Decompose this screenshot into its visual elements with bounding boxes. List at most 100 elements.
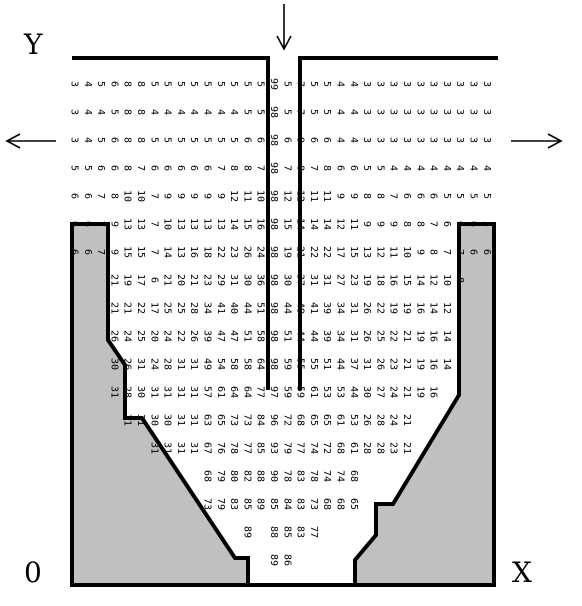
grid-value: 7 [95, 249, 106, 255]
grid-value: 26 [241, 246, 252, 258]
grid-value: 4 [188, 109, 199, 115]
grid-value: 23 [388, 358, 399, 370]
grid-value: 15 [348, 246, 359, 258]
grid-value: 21 [295, 246, 306, 258]
grid-value: 74 [321, 470, 332, 482]
grid-value: 26 [361, 302, 372, 314]
grid-value: 21 [108, 302, 119, 314]
grid-value: 68 [348, 470, 359, 482]
grid-value: 6 [335, 165, 346, 171]
grid-value: 14 [414, 274, 425, 286]
grid-value: 10 [122, 190, 133, 202]
grid-value: 5 [82, 165, 93, 171]
grid-value: 30 [281, 274, 292, 286]
grid-value: 4 [175, 109, 186, 115]
grid-value: 84 [255, 414, 266, 426]
grid-value: 3 [69, 109, 80, 115]
grid-value: 28 [162, 358, 173, 370]
grid-value: 10 [441, 274, 452, 286]
grid-value: 9 [108, 221, 119, 227]
grid-value: 85 [268, 498, 279, 510]
grid-value: 5 [108, 109, 119, 115]
grid-value: 77 [295, 442, 306, 454]
grid-value: 5 [188, 137, 199, 143]
grid-value: 54 [215, 358, 226, 370]
grid-value: 5 [228, 81, 239, 87]
grid-value: 7 [454, 249, 465, 255]
value-grid: 3335666444566654567776566899212126303188… [69, 78, 492, 566]
grid-value: 77 [255, 386, 266, 398]
grid-value: 6 [108, 81, 119, 87]
grid-value: 8 [361, 193, 372, 199]
grid-value: 5 [374, 165, 385, 171]
grid-value: 79 [281, 442, 292, 454]
grid-value: 49 [202, 358, 213, 370]
grid-value: 24 [388, 386, 399, 398]
grid-value: 28 [122, 386, 133, 398]
grid-value: 83 [295, 526, 306, 538]
grid-value: 4 [228, 109, 239, 115]
grid-value: 26 [122, 358, 133, 370]
grid-value: 21 [401, 414, 412, 426]
grid-value: 8 [122, 81, 133, 87]
grid-value: 9 [388, 221, 399, 227]
grid-value: 9 [202, 193, 213, 199]
grid-value: 4 [468, 165, 479, 171]
grid-value: 31 [175, 442, 186, 454]
grid-value: 99 [268, 78, 279, 90]
grid-value: 6 [175, 165, 186, 171]
grid-value: 68 [335, 442, 346, 454]
grid-value: 97 [268, 386, 279, 398]
grid-value: 3 [361, 81, 372, 87]
grid-value: 25 [374, 330, 385, 342]
grid-value: 98 [268, 162, 279, 174]
grid-value: 4 [162, 109, 173, 115]
grid-value: 90 [268, 470, 279, 482]
grid-value: 65 [321, 414, 332, 426]
grid-value: 3 [454, 81, 465, 87]
grid-value: 28 [374, 442, 385, 454]
grid-value: 31 [162, 386, 173, 398]
grid-value: 77 [308, 526, 319, 538]
grid-value: 78 [281, 470, 292, 482]
grid-value: 8 [401, 221, 412, 227]
grid-value: 4 [348, 81, 359, 87]
grid-value: 3 [374, 137, 385, 143]
grid-value: 23 [388, 442, 399, 454]
grid-value: 15 [135, 246, 146, 258]
grid-value: 6 [148, 165, 159, 171]
grid-value: 5 [441, 193, 452, 199]
grid-value: 8 [122, 165, 133, 171]
grid-value: 74 [335, 470, 346, 482]
grid-value: 3 [401, 137, 412, 143]
grid-value: 89 [268, 554, 279, 566]
grid-value: 65 [215, 414, 226, 426]
top-left-boundary [72, 56, 270, 390]
grid-value: 6 [308, 137, 319, 143]
grid-value: 76 [215, 442, 226, 454]
grid-value: 85 [281, 526, 292, 538]
grid-value: 40 [228, 302, 239, 314]
grid-value: 9 [348, 193, 359, 199]
grid-value: 31 [348, 330, 359, 342]
grid-value: 73 [228, 414, 239, 426]
grid-value: 3 [414, 109, 425, 115]
grid-value: 11 [321, 190, 332, 202]
grid-value: 22 [308, 246, 319, 258]
grid-value: 53 [321, 386, 332, 398]
grid-value: 3 [428, 81, 439, 87]
grid-value: 17 [148, 302, 159, 314]
grid-value: 78 [308, 470, 319, 482]
grid-value: 29 [215, 274, 226, 286]
grid-value: 31 [188, 414, 199, 426]
grid-value: 6 [348, 165, 359, 171]
grid-value: 4 [388, 165, 399, 171]
grid-value: 31 [122, 414, 133, 426]
grid-value: 68 [295, 414, 306, 426]
grid-value: 85 [241, 498, 252, 510]
grid-value: 4 [148, 109, 159, 115]
grid-value: 13 [122, 218, 133, 230]
grid-value: 4 [202, 109, 213, 115]
grid-value: 5 [202, 137, 213, 143]
grid-value: 3 [454, 137, 465, 143]
